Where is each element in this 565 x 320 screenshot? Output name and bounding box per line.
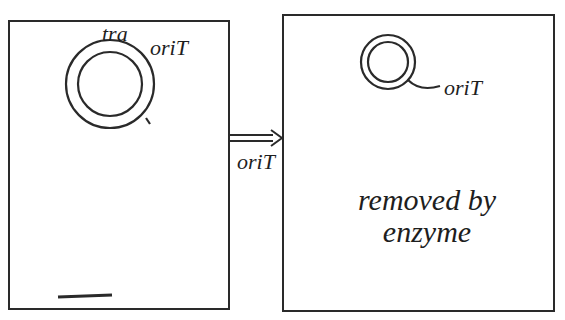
plasmid-tail — [408, 80, 440, 88]
plasmid-outer — [66, 40, 154, 128]
plasmid-outer — [361, 35, 415, 89]
plasmid-tick — [146, 118, 150, 124]
site-label: tra — [102, 22, 128, 45]
site-label: oriT — [150, 36, 188, 59]
note-text: removed by enzyme — [332, 184, 522, 247]
cell-box: traoriT — [8, 20, 230, 310]
plasmid-inner — [78, 52, 142, 116]
edge-label: oriT — [234, 150, 278, 173]
cell-box: oriT removed by enzyme — [282, 14, 555, 312]
site-label: oriT — [444, 76, 482, 99]
transfer-arrow — [230, 130, 282, 146]
scale-stroke — [58, 295, 112, 297]
plasmid-inner — [368, 42, 408, 82]
